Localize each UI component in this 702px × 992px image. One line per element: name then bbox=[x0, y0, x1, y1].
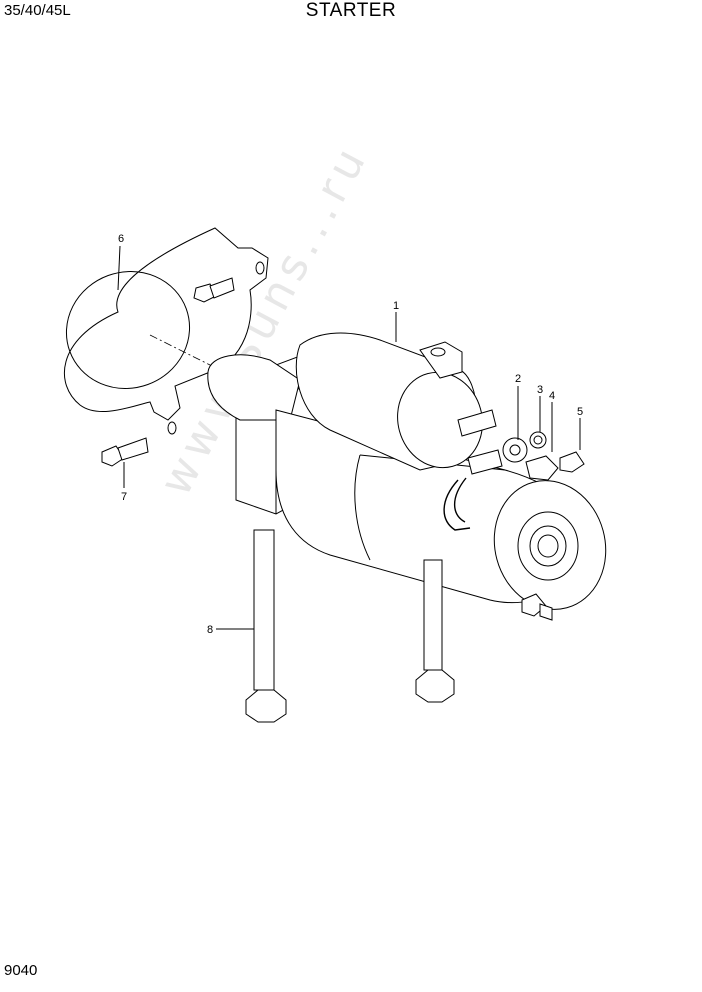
page-title: STARTER bbox=[305, 0, 397, 21]
callout-3: 3 bbox=[537, 384, 543, 396]
part-3-washer bbox=[529, 431, 547, 449]
part-8-right-bolt bbox=[415, 559, 455, 703]
callout-7: 7 bbox=[121, 491, 127, 503]
part-7-upper-bolt bbox=[193, 277, 235, 303]
part-7-lower-bolt bbox=[101, 437, 149, 467]
callout-1: 1 bbox=[393, 300, 399, 312]
part-1-starter-motor bbox=[275, 332, 607, 621]
model-label: 35/40/45L bbox=[4, 2, 71, 19]
callout-6: 6 bbox=[118, 233, 124, 245]
part-8-left-bolt bbox=[245, 529, 287, 723]
page-number: 9040 bbox=[4, 962, 38, 979]
part-5-fitting bbox=[559, 451, 585, 473]
callout-8: 8 bbox=[207, 624, 213, 636]
callout-2: 2 bbox=[515, 373, 521, 385]
part-2-washer bbox=[502, 437, 528, 463]
callout-4: 4 bbox=[549, 390, 555, 402]
part-4-nut bbox=[525, 455, 559, 481]
callout-5: 5 bbox=[577, 406, 583, 418]
